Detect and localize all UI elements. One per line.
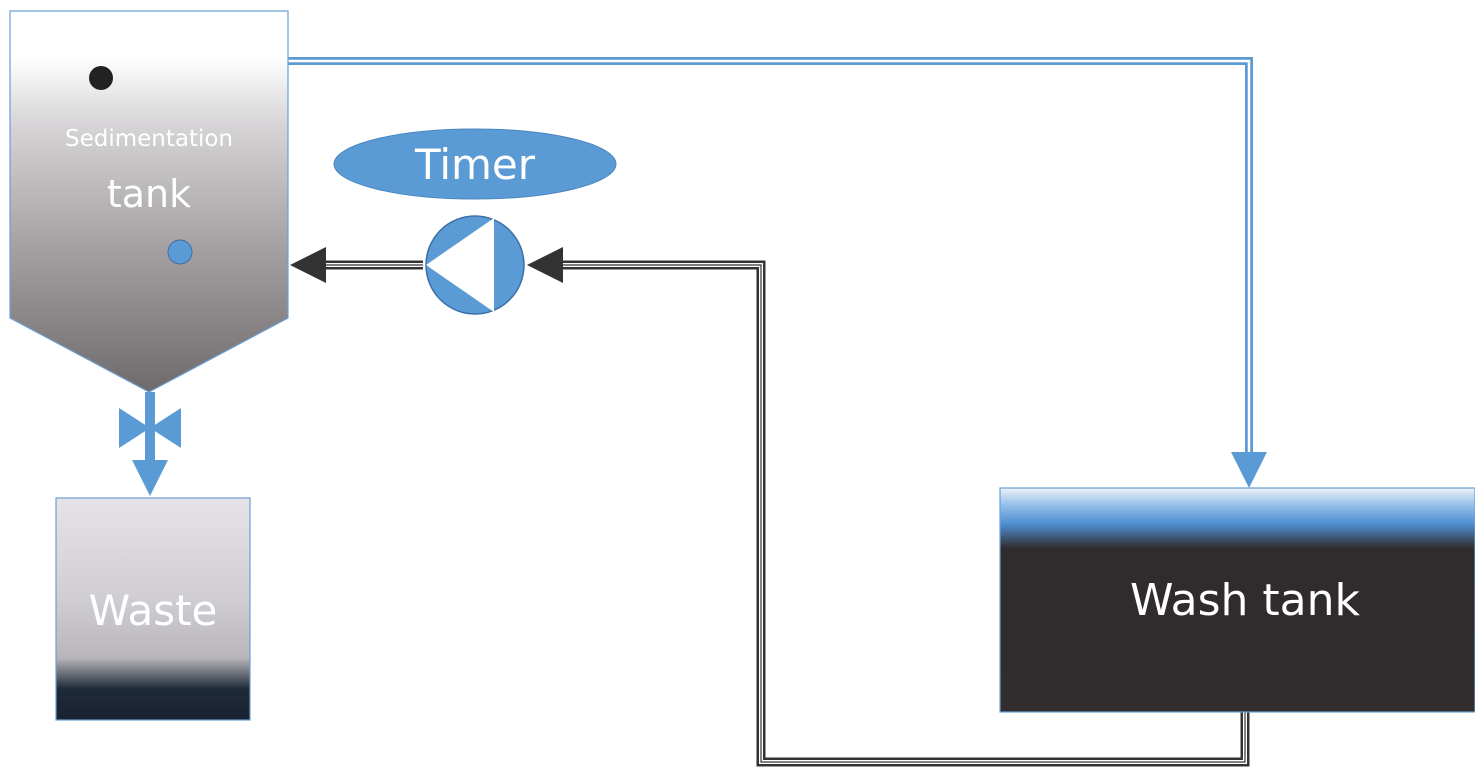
drain-valve [119,392,181,496]
overflow-pipe [288,57,1267,488]
wash-tank-label: Wash tank [1130,575,1361,626]
pump [425,215,525,315]
level-sensor-bottom [167,239,193,265]
level-sensor-top [89,66,113,90]
drain-arrowhead [132,460,168,496]
valve-icon [119,408,150,448]
feed-pipe [290,247,423,283]
pump-inlet-arrowhead [527,247,563,283]
waste-container: Waste [55,497,251,721]
timer: Timer [333,128,617,200]
sedimentation-label-line1: Sedimentation [65,126,233,152]
sedimentation-label-line2: tank [107,172,191,216]
waste-label: Waste [89,586,218,635]
return-pipe [527,247,1250,767]
overflow-arrowhead [1231,452,1267,488]
wash-tank: Wash tank [999,487,1475,713]
feed-arrowhead [290,247,326,283]
timer-label: Timer [414,140,536,189]
sedimentation-tank: Sedimentation tank [9,10,289,393]
